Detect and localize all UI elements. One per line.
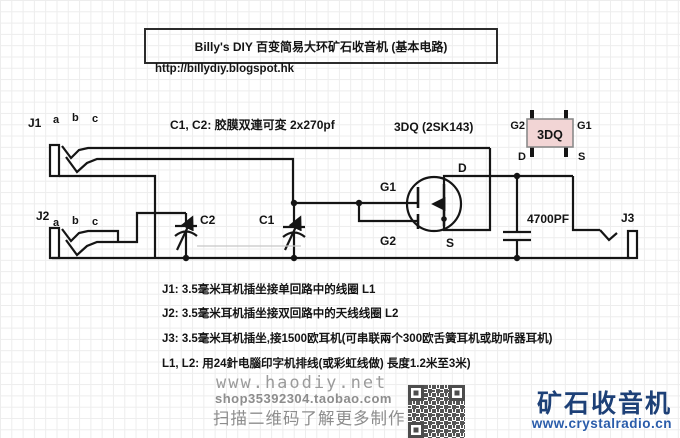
note-j2: J2: 3.5毫米耳机插坐接双回路中的天线线圈 L2 — [162, 308, 399, 320]
jack-j2-pin-b: b — [72, 215, 79, 227]
fet-type-label: 3DQ (2SK143) — [394, 120, 473, 134]
brand-url: www.crystalradio.cn — [531, 416, 672, 432]
package-name-label: 3DQ — [537, 128, 563, 142]
jack-j1-pin-c: c — [92, 113, 98, 125]
note-j3: J3: 3.5毫米耳机插坐,接1500欧耳机(可串联兩个300欧舌簧耳机或助听器… — [162, 333, 553, 345]
cap-spec-note: C1, C2: 胶膜双連可変 2x270pf — [170, 117, 336, 132]
jack-j2-symbol — [48, 211, 186, 260]
fet-g2-label: G2 — [380, 234, 396, 248]
qr-code — [408, 385, 465, 438]
brand-block: 矿石收音机 www.crystalradio.cn — [532, 391, 672, 431]
jack-j2-pin-c: c — [92, 216, 98, 228]
package-pin-s-label: S — [578, 151, 585, 163]
jack-j1-symbol — [48, 143, 490, 258]
watermark-site-url: www.haodiy.net — [216, 373, 388, 393]
title-box: Billy's DIY 百变简易大环矿石收音机 (基本电路) — [144, 28, 498, 64]
brand-logo-text: 矿石收音机 — [536, 390, 672, 418]
page-title: Billy's DIY 百变简易大环矿石收音机 (基本电路) — [194, 39, 448, 54]
package-pin-g2-label: G2 — [510, 120, 525, 132]
wires — [48, 143, 639, 260]
note-j1: J1: 3.5毫米耳机插坐接单回路中的线圈 L1 — [162, 284, 376, 296]
jack-j2-label: J2 — [36, 209, 50, 223]
jack-j1-pin-b: b — [72, 112, 79, 124]
jack-j1-label: J1 — [28, 116, 42, 130]
jack-j3-symbol — [571, 176, 639, 260]
jack-j2-pin-a: a — [53, 217, 60, 229]
capacitor-c2-symbol — [174, 213, 198, 258]
jack-j3-label: J3 — [621, 211, 635, 225]
capacitor-c1-symbol — [282, 203, 306, 258]
package-pinout: 3DQ G2 G1 D S — [510, 110, 592, 163]
junction-dots — [182, 172, 521, 262]
package-pin-g1-label: G1 — [577, 120, 592, 132]
package-body — [526, 118, 574, 148]
fet-g1-label: G1 — [380, 180, 396, 194]
fet-s-label: S — [446, 236, 454, 250]
qr-finder-squares — [408, 385, 465, 438]
fet-d-label: D — [458, 161, 467, 175]
note-l1-l2: L1, L2: 用24針电腦印字机排线(或彩虹线做) 長度1.2米至3米) — [162, 358, 471, 370]
package-pin-d-label: D — [518, 151, 526, 163]
jack-j1-pin-a: a — [53, 114, 60, 126]
blog-url: http://billydiy.blogspot.hk — [155, 63, 295, 75]
watermark-shop-url: shop35392304.taobao.com — [215, 391, 392, 406]
capacitor-c2-label: C2 — [200, 213, 216, 227]
capacitor-4700pf-label: 4700PF — [527, 212, 569, 226]
capacitor-c1-label: C1 — [259, 213, 275, 227]
watermark-scan-tip: 扫描二维码了解更多制作 — [213, 410, 406, 428]
